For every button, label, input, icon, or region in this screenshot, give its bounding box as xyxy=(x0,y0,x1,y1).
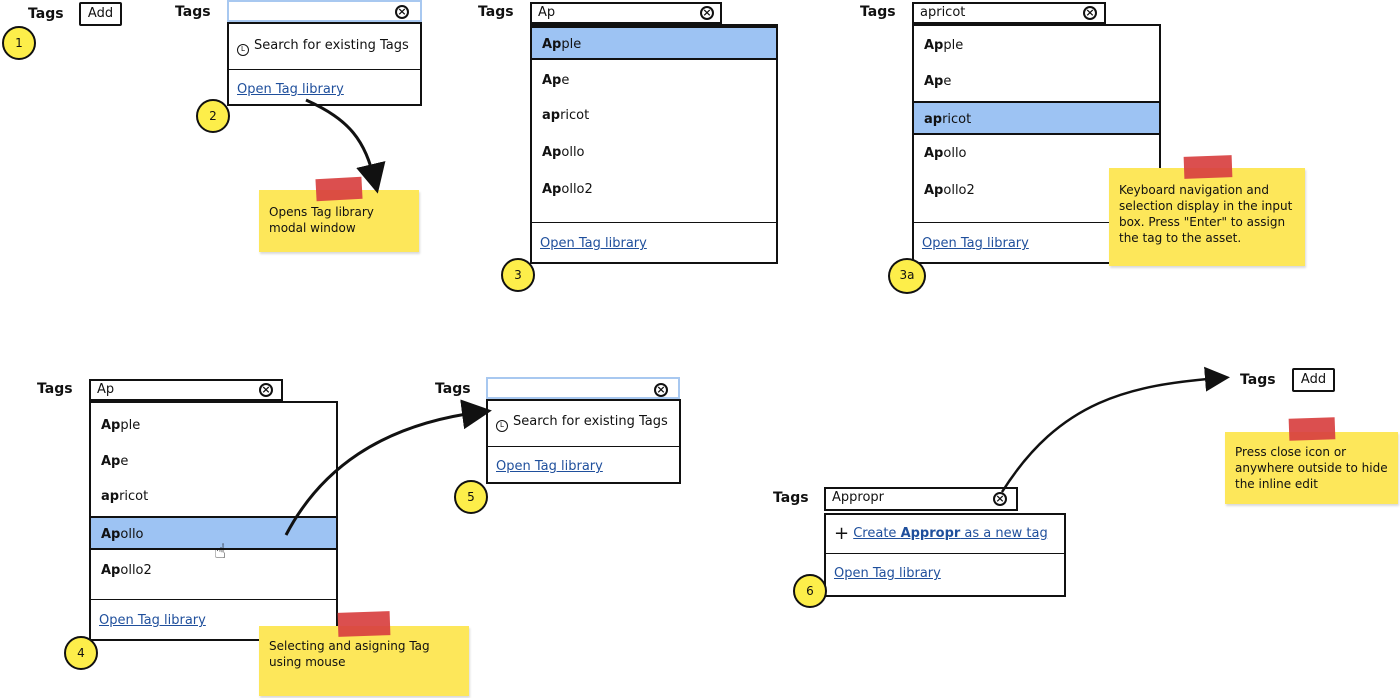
tag-option[interactable]: Ape xyxy=(924,74,952,89)
arrow xyxy=(284,399,492,536)
close-icon[interactable]: × xyxy=(654,383,668,397)
tag-option[interactable]: Ape xyxy=(101,454,129,469)
divider xyxy=(91,599,336,600)
tag-input[interactable] xyxy=(227,0,422,22)
open-tag-library-link[interactable]: Open Tag library xyxy=(237,82,344,97)
open-tag-library-link[interactable]: Open Tag library xyxy=(922,236,1029,251)
clock-icon: L xyxy=(237,44,249,56)
sticky-note: Selecting and asigning Tag using mouse xyxy=(259,626,469,696)
add-tag-button[interactable]: Add xyxy=(79,2,122,26)
tag-dropdown: Apple Ape apricot Apollo Apollo2 Open Ta… xyxy=(530,24,778,264)
open-tag-library-link[interactable]: Open Tag library xyxy=(834,566,941,581)
tags-label: Tags xyxy=(435,381,471,397)
sticky-note: Opens Tag library modal window xyxy=(259,190,419,252)
tag-option[interactable]: Apple xyxy=(101,418,141,433)
tags-label: Tags xyxy=(478,4,514,20)
tag-option[interactable]: Apollo2 xyxy=(924,183,975,198)
arrow xyxy=(1000,366,1230,493)
tag-dropdown: Apple Ape apricot Apollo Apollo2 Open Ta… xyxy=(89,401,338,641)
tags-label: Tags xyxy=(175,4,211,20)
sticky-note: Press close icon or anywhere outside to … xyxy=(1225,432,1398,504)
tags-label: Tags xyxy=(1240,372,1276,388)
create-tag-option[interactable]: + Create Appropr as a new tag xyxy=(834,523,1048,544)
divider xyxy=(229,69,420,70)
add-tag-button[interactable]: Add xyxy=(1292,368,1335,392)
tags-label: Tags xyxy=(860,4,896,20)
divider xyxy=(914,222,1159,223)
step-badge-3a: 3a xyxy=(888,258,926,294)
step-badge-3: 3 xyxy=(501,258,535,292)
tag-option[interactable]: Apple xyxy=(924,38,964,53)
divider xyxy=(826,553,1064,554)
tag-option[interactable]: Apollo xyxy=(542,145,585,160)
tag-option[interactable]: apricot xyxy=(101,489,149,504)
tag-option[interactable]: Apple xyxy=(532,26,776,60)
tags-label: Tags xyxy=(773,490,809,506)
step-badge-4: 4 xyxy=(64,636,98,670)
step-badge-5: 5 xyxy=(454,480,488,514)
tag-input[interactable]: Ap xyxy=(89,379,283,401)
close-icon[interactable]: × xyxy=(993,492,1007,506)
tag-option[interactable]: Apollo xyxy=(924,146,967,161)
close-icon[interactable]: × xyxy=(700,6,714,20)
tag-option[interactable]: Apollo2 xyxy=(542,182,593,197)
tag-input[interactable]: apricot xyxy=(912,2,1106,24)
close-icon[interactable]: × xyxy=(1083,6,1097,20)
tag-option[interactable]: Ape xyxy=(542,73,570,88)
tags-label: Tags xyxy=(37,381,73,397)
tags-label: Tags xyxy=(28,6,64,22)
step-badge-1: 1 xyxy=(2,26,36,60)
plus-icon: + xyxy=(834,523,850,544)
step-badge-6: 6 xyxy=(793,574,827,608)
close-icon[interactable]: × xyxy=(395,5,409,19)
tag-input[interactable]: Ap xyxy=(530,2,722,24)
clock-icon: L xyxy=(496,420,508,432)
open-tag-library-link[interactable]: Open Tag library xyxy=(540,236,647,251)
tag-dropdown: + Create Appropr as a new tag Open Tag l… xyxy=(824,513,1066,597)
tag-option[interactable]: Apollo2 xyxy=(101,563,152,578)
tag-input[interactable] xyxy=(486,377,680,399)
open-tag-library-link[interactable]: Open Tag library xyxy=(99,613,206,628)
open-tag-library-link[interactable]: Open Tag library xyxy=(496,459,603,474)
tag-option[interactable]: apricot xyxy=(542,108,590,123)
divider xyxy=(532,222,776,223)
sticky-note: Keyboard navigation and selection displa… xyxy=(1109,168,1305,266)
step-badge-2: 2 xyxy=(196,99,230,133)
close-icon[interactable]: × xyxy=(259,383,273,397)
tag-option[interactable]: apricot xyxy=(914,101,1159,135)
divider xyxy=(488,446,679,447)
tag-input[interactable]: Appropr xyxy=(824,487,1018,511)
arrow xyxy=(305,98,386,194)
hand-cursor-icon: ☝ xyxy=(214,539,227,563)
